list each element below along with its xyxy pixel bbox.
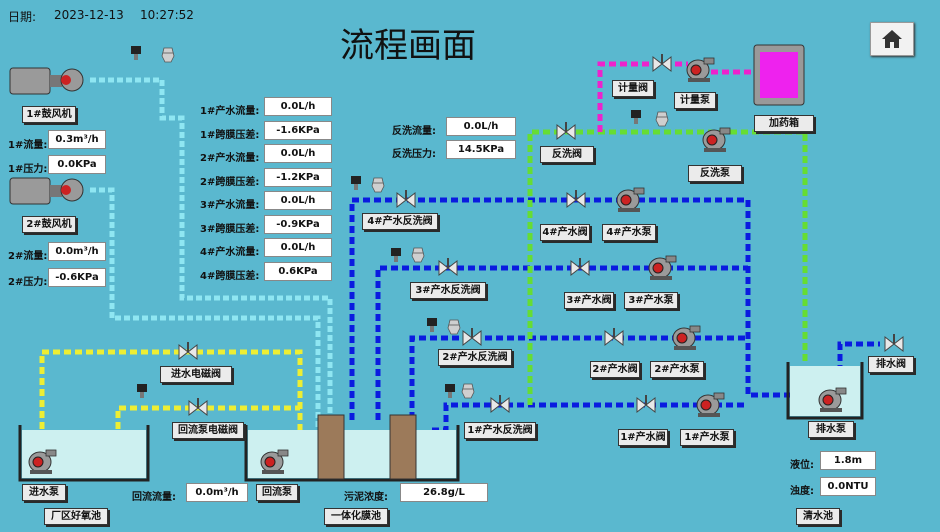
blower-2-label[interactable]: 2#鼓风机	[22, 216, 76, 233]
line-4-pump[interactable]: 4#产水泵	[602, 224, 656, 241]
clear-tank-label: 清水池	[796, 508, 840, 525]
backwash-flow-label: 反洗流量:	[392, 126, 436, 137]
sludge-label: 污泥浓度:	[344, 492, 388, 503]
line-1-pump[interactable]: 1#产水泵	[680, 429, 734, 446]
drain-valve-label[interactable]: 排水阀	[868, 356, 914, 373]
membrane-1-tmp-value: -1.6KPa	[264, 121, 332, 140]
membrane-2-flow-value: 0.0L/h	[264, 144, 332, 163]
blower-1-flow-label: 1#流量:	[8, 140, 48, 151]
date-value: 2023-12-13	[54, 8, 124, 22]
intake-solenoid-label[interactable]: 进水电磁阀	[160, 366, 232, 383]
blower-1-flow-value: 0.3m³/h	[48, 130, 106, 149]
membrane-3-tmp-label: 3#跨膜压差:	[200, 224, 260, 235]
return-pump-label[interactable]: 回流泵	[256, 484, 298, 501]
drain-pump-label[interactable]: 排水泵	[808, 421, 854, 438]
line-3-backwash-valve[interactable]: 3#产水反洗阀	[410, 282, 486, 299]
blower-2-pressure-label: 2#压力:	[8, 277, 48, 288]
membrane-2-tmp-label: 2#跨膜压差:	[200, 177, 260, 188]
dosing-tank-label[interactable]: 加药箱	[754, 115, 814, 132]
blower-2-flow-value: 0.0m³/h	[48, 242, 106, 261]
membrane-2-tmp-value: -1.2KPa	[264, 168, 332, 187]
time-value: 10:27:52	[140, 8, 194, 22]
membrane-4-tmp-label: 4#跨膜压差:	[200, 271, 260, 282]
blower-1-pressure-value: 0.0KPa	[48, 155, 106, 174]
line-2-backwash-valve[interactable]: 2#产水反洗阀	[438, 349, 512, 366]
membrane-4-flow-label: 4#产水流量:	[200, 247, 260, 258]
level-label: 液位:	[790, 460, 814, 471]
backwash-valve-label[interactable]: 反洗阀	[540, 146, 594, 163]
membrane-3-tmp-value: -0.9KPa	[264, 215, 332, 234]
membrane-4-tmp-value: 0.6KPa	[264, 262, 332, 281]
turbidity-label: 浊度:	[790, 486, 814, 497]
blower-1-pressure-label: 1#压力:	[8, 164, 48, 175]
anoxic-tank-label: 厂区好氧池	[44, 508, 108, 525]
membrane-1-tmp-label: 1#跨膜压差:	[200, 130, 260, 141]
membrane-tank-label: 一体化膜池	[324, 508, 388, 525]
backwash-flow-value: 0.0L/h	[446, 117, 516, 136]
line-1-valve[interactable]: 1#产水阀	[618, 429, 668, 446]
line-3-pump[interactable]: 3#产水泵	[624, 292, 678, 309]
membrane-4-flow-value: 0.0L/h	[264, 238, 332, 257]
line-4-backwash-valve[interactable]: 4#产水反洗阀	[362, 213, 438, 230]
line-2-valve[interactable]: 2#产水阀	[590, 361, 640, 378]
date-label: 日期:	[8, 10, 37, 24]
level-value: 1.8m	[820, 451, 876, 470]
membrane-2-flow-label: 2#产水流量:	[200, 153, 260, 164]
intake-pump-label[interactable]: 进水泵	[22, 484, 66, 501]
dosing-valve-label[interactable]: 计量阀	[612, 80, 654, 97]
home-icon	[882, 30, 902, 48]
sludge-value: 26.8g/L	[400, 483, 488, 502]
line-3-valve[interactable]: 3#产水阀	[564, 292, 614, 309]
line-2-pump[interactable]: 2#产水泵	[650, 361, 704, 378]
backwash-pump-label[interactable]: 反洗泵	[688, 165, 742, 182]
turbidity-value: 0.0NTU	[820, 477, 876, 496]
line-4-valve[interactable]: 4#产水阀	[540, 224, 590, 241]
line-1-backwash-valve[interactable]: 1#产水反洗阀	[464, 422, 536, 439]
blower-2-flow-label: 2#流量:	[8, 251, 48, 262]
dosing-pump-label[interactable]: 计量泵	[674, 92, 716, 109]
return-solenoid-label[interactable]: 回流泵电磁阀	[172, 422, 244, 439]
membrane-3-flow-value: 0.0L/h	[264, 191, 332, 210]
blower-1-label[interactable]: 1#鼓风机	[22, 106, 76, 123]
backwash-pressure-value: 14.5KPa	[446, 140, 516, 159]
blower-2-pressure-value: -0.6KPa	[48, 268, 106, 287]
membrane-1-flow-value: 0.0L/h	[264, 97, 332, 116]
return-flow-value: 0.0m³/h	[186, 483, 248, 502]
backwash-pressure-label: 反洗压力:	[392, 149, 436, 160]
home-button[interactable]	[870, 22, 914, 56]
membrane-1-flow-label: 1#产水流量:	[200, 106, 260, 117]
membrane-3-flow-label: 3#产水流量:	[200, 200, 260, 211]
page-title: 流程画面	[340, 26, 476, 66]
return-flow-label: 回流流量:	[132, 492, 176, 503]
